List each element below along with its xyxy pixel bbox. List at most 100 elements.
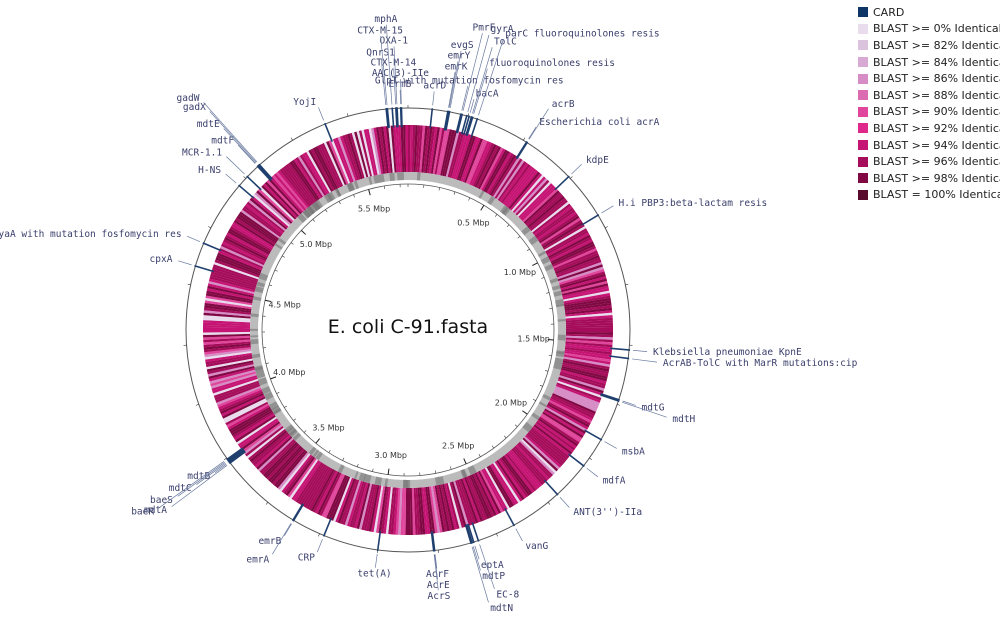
blast-segment: [266, 444, 301, 481]
gc-segment: [384, 478, 389, 487]
blast-segment: [211, 375, 258, 391]
blast-segment: [375, 127, 386, 174]
blast-segment: [335, 137, 354, 183]
gc-segment: [461, 468, 468, 478]
legend-label: BLAST >= 92% Identical: [873, 121, 1000, 135]
blast-segment: [541, 413, 583, 441]
blast-segment: [326, 474, 347, 519]
blast-segment: [220, 245, 264, 267]
blast-segment: [531, 427, 570, 459]
blast-segment: [555, 384, 601, 403]
blast-segment: [565, 341, 613, 348]
blast-segment: [310, 148, 335, 191]
blast-segment: [565, 320, 613, 325]
gene-label: mdtB: [187, 471, 210, 482]
blast-segment: [488, 153, 515, 195]
gc-segment: [337, 464, 345, 474]
gene-label: ANT(3'')-IIa: [573, 507, 642, 518]
blast-segment: [411, 487, 416, 535]
legend-label: BLAST = 100% Identical: [873, 188, 1000, 202]
gene-label: AcrE: [427, 580, 450, 591]
blast-segment: [366, 128, 378, 176]
minor-tick: [545, 370, 549, 372]
blast-segment: [445, 482, 460, 530]
minor-tick: [265, 362, 269, 364]
legend-swatch: [858, 73, 868, 84]
blast-segment: [226, 403, 269, 428]
blast-segment: [349, 481, 365, 528]
gc-segment: [368, 176, 373, 185]
legend-label: BLAST >= 84% Identical: [873, 55, 1000, 69]
blast-segment: [246, 201, 285, 233]
gene-leader-line: [209, 111, 257, 163]
blast-segment: [503, 454, 535, 493]
blast-segment: [306, 150, 332, 193]
gene-label: CTX-M-14: [370, 57, 416, 68]
blast-segment: [319, 472, 342, 516]
outer-tick: [318, 533, 320, 537]
blast-segment: [390, 125, 397, 173]
card-marker: [391, 107, 395, 128]
gc-segment: [522, 424, 531, 433]
blast-segment: [544, 226, 586, 252]
blast-segment: [259, 438, 295, 474]
blast-segment: [222, 396, 266, 419]
blast-segment: [215, 384, 261, 403]
major-tick: [463, 458, 467, 465]
gene-leader-line: [223, 128, 256, 164]
gene-label: fluoroquinolones resis: [489, 58, 615, 69]
blast-segment: [511, 448, 544, 486]
gene-label: mdfA: [603, 476, 626, 487]
gene-leader-line: [467, 34, 490, 113]
blast-segment: [328, 140, 349, 185]
gc-segment: [251, 353, 261, 359]
blast-segment: [203, 315, 251, 321]
blast-segment: [210, 273, 257, 289]
blast-segment: [425, 486, 433, 534]
blast-segment: [393, 125, 399, 173]
blast-segment: [436, 485, 448, 532]
card-marker: [395, 107, 398, 128]
card-marker: [471, 522, 480, 542]
card-marker: [400, 107, 403, 128]
blast-segment: [232, 411, 274, 439]
blast-segment: [528, 197, 567, 230]
blast-segment: [204, 347, 252, 355]
blast-segment: [208, 365, 255, 380]
legend-swatch: [858, 90, 868, 101]
card-marker: [609, 355, 630, 360]
blast-segment: [415, 125, 421, 173]
gc-segment: [524, 421, 533, 430]
gene-label: acrB: [552, 99, 575, 110]
blast-segment: [535, 209, 576, 239]
tick-label: 2.5 Mbp: [442, 442, 474, 451]
gc-segment: [416, 172, 421, 181]
blast-segment: [547, 232, 590, 257]
blast-segment: [240, 209, 281, 239]
outer-tick: [243, 176, 246, 179]
minor-tick: [503, 435, 507, 439]
blast-segment: [256, 190, 293, 224]
blast-segment: [561, 280, 608, 295]
gene-leader-line: [528, 126, 537, 140]
blast-segment: [293, 461, 322, 502]
blast-segment: [419, 487, 426, 535]
blast-segment: [558, 269, 605, 285]
gene-label: AcrAB-TolC with MarR mutations:cipro and…: [663, 358, 858, 369]
minor-tick: [284, 405, 288, 408]
blast-segment: [252, 433, 290, 466]
blast-segment: [564, 347, 612, 355]
card-marker: [584, 429, 603, 441]
blast-segment: [337, 478, 356, 524]
blast-segment: [430, 486, 441, 533]
blast-segment: [565, 315, 613, 321]
card-marker: [464, 524, 472, 545]
card-marker: [470, 117, 479, 138]
gene-leader-line: [479, 544, 495, 590]
blast-segment: [233, 413, 275, 441]
gc-segment: [292, 432, 302, 441]
blast-segment: [388, 487, 395, 535]
gene-leader-line: [380, 36, 388, 106]
blast-segment: [436, 128, 448, 175]
